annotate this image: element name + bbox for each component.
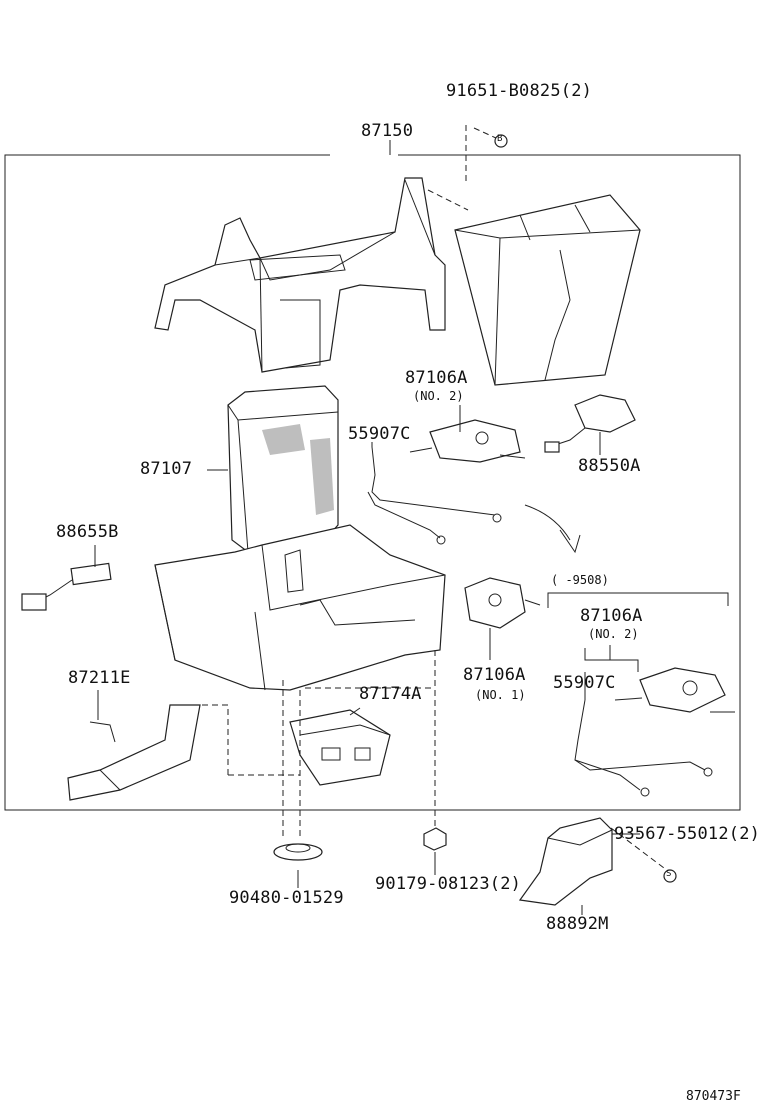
servo-no1-shape: [464, 577, 541, 629]
label-damper-servo-no1-note: (NO. 1): [475, 688, 526, 702]
screw-marker-s-icon: [663, 869, 677, 883]
cover-88892m-shape: [518, 817, 613, 906]
clip-shape: [423, 827, 447, 851]
duct-87174a-shape: [289, 709, 391, 786]
wire-harness-lower-shape: [574, 699, 713, 797]
label-wire-harness-b: 55907C: [553, 673, 616, 693]
label-grommet: 90480-01529: [229, 888, 344, 908]
direction-arrow-icon: [524, 504, 581, 554]
marker-b-label: B: [497, 134, 503, 144]
label-screw-93567: 93567-55012(2): [614, 824, 760, 844]
label-damper-servo-no2-note: (NO. 2): [413, 389, 464, 403]
label-clip-90179: 90179-08123(2): [375, 874, 522, 894]
label-date-range: ( -9508): [551, 573, 609, 587]
sensor-88550a-shape: [544, 394, 636, 453]
label-damper-servo-no2-b-note: (NO. 2): [588, 627, 639, 641]
bolt-marker-b-icon: [494, 134, 508, 148]
label-bolt-top: 91651-B0825(2): [446, 81, 593, 101]
lower-case-shape: [154, 524, 446, 691]
label-damper-servo-no2: 87106A: [405, 368, 468, 388]
label-case-assy: 87150: [361, 121, 414, 141]
label-duct-87174a: 87174A: [359, 684, 422, 704]
upper-case-shape: [154, 177, 446, 373]
label-sensor-88550a: 88550A: [578, 456, 641, 476]
label-thermistor: 88655B: [56, 522, 119, 542]
duct-87211e-shape: [67, 704, 201, 801]
grommet-shape: [273, 843, 323, 861]
label-duct-87211e: 87211E: [68, 668, 131, 688]
wire-harness-top-shape: [367, 446, 502, 545]
servo-no2-lower-shape: [614, 667, 735, 713]
upper-duct-shape: [454, 194, 641, 386]
assembly-frame: [4, 154, 741, 811]
thermistor-shape: [21, 562, 112, 611]
label-wire-harness: 55907C: [348, 424, 411, 444]
evaporator-shape: [227, 385, 339, 553]
label-evaporator: 87107: [140, 459, 193, 479]
label-damper-servo-no2-b: 87106A: [580, 606, 643, 626]
servo-no2-top-shape: [409, 419, 526, 463]
diagram-number: 870473F: [686, 1089, 741, 1104]
marker-s-label: S: [666, 869, 672, 879]
label-cover-88892m: 88892M: [546, 914, 609, 934]
label-damper-servo-no1: 87106A: [463, 665, 526, 685]
